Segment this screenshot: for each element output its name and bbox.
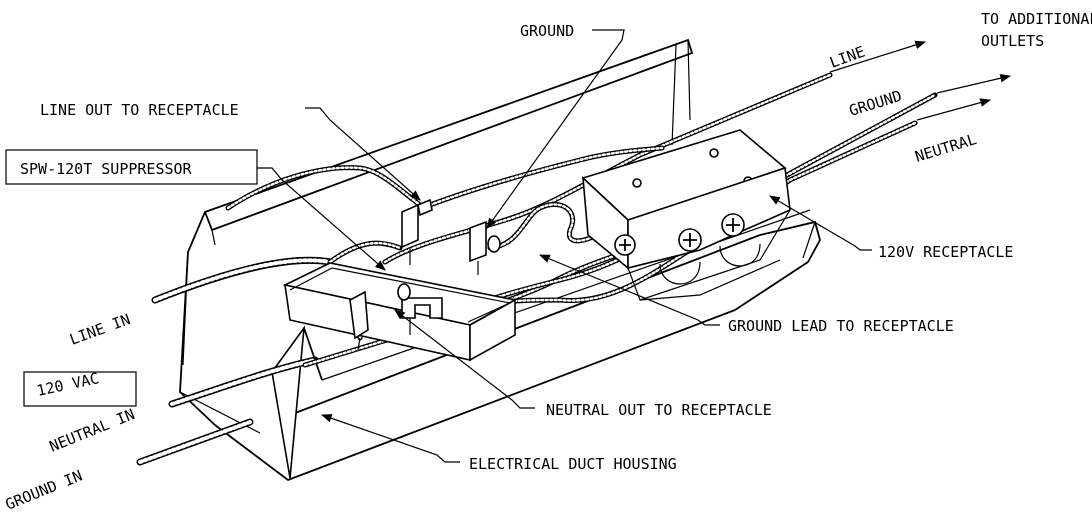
receptacle-120v xyxy=(581,129,791,301)
label-ground-top: GROUND xyxy=(520,22,574,40)
label-120v-receptacle: 120V RECEPTACLE xyxy=(878,243,1013,261)
label-ground-in: GROUND IN xyxy=(3,467,85,514)
screw-terminal-2 xyxy=(678,228,702,252)
suppressor-box xyxy=(282,262,518,362)
vac-label-box xyxy=(23,371,137,407)
label-line-in: LINE IN xyxy=(67,310,133,349)
label-to-additional-outlets-1: TO ADDITIONAL xyxy=(981,10,1092,28)
cables xyxy=(136,72,938,466)
label-to-additional-outlets-2: OUTLETS xyxy=(981,32,1044,50)
label-neutral-out-to-receptacle: NEUTRAL OUT TO RECEPTACLE xyxy=(546,401,772,419)
label-neutral-right: NEUTRAL xyxy=(913,130,979,166)
label-ground-lead-to-receptacle: GROUND LEAD TO RECEPTACLE xyxy=(728,317,954,335)
spade-terminals xyxy=(401,198,501,275)
label-line-out-to-receptacle: LINE OUT TO RECEPTACLE xyxy=(40,101,239,119)
label-120-vac: 120 VAC xyxy=(35,369,101,400)
screw-terminal-1 xyxy=(614,234,636,256)
suppressor-label-box xyxy=(5,149,258,185)
leader-lines xyxy=(257,29,1012,463)
label-neutral-in: NEUTRAL IN xyxy=(47,405,137,456)
screw-terminal-3 xyxy=(721,213,745,237)
labels: TO ADDITIONAL OUTLETS GROUND LINE GROUND… xyxy=(3,10,1092,514)
duct-housing xyxy=(179,38,821,482)
label-suppressor: SPW-120T SUPPRESSOR xyxy=(20,160,193,178)
label-line-right: LINE xyxy=(827,42,867,71)
label-electrical-duct-housing: ELECTRICAL DUCT HOUSING xyxy=(469,455,677,473)
